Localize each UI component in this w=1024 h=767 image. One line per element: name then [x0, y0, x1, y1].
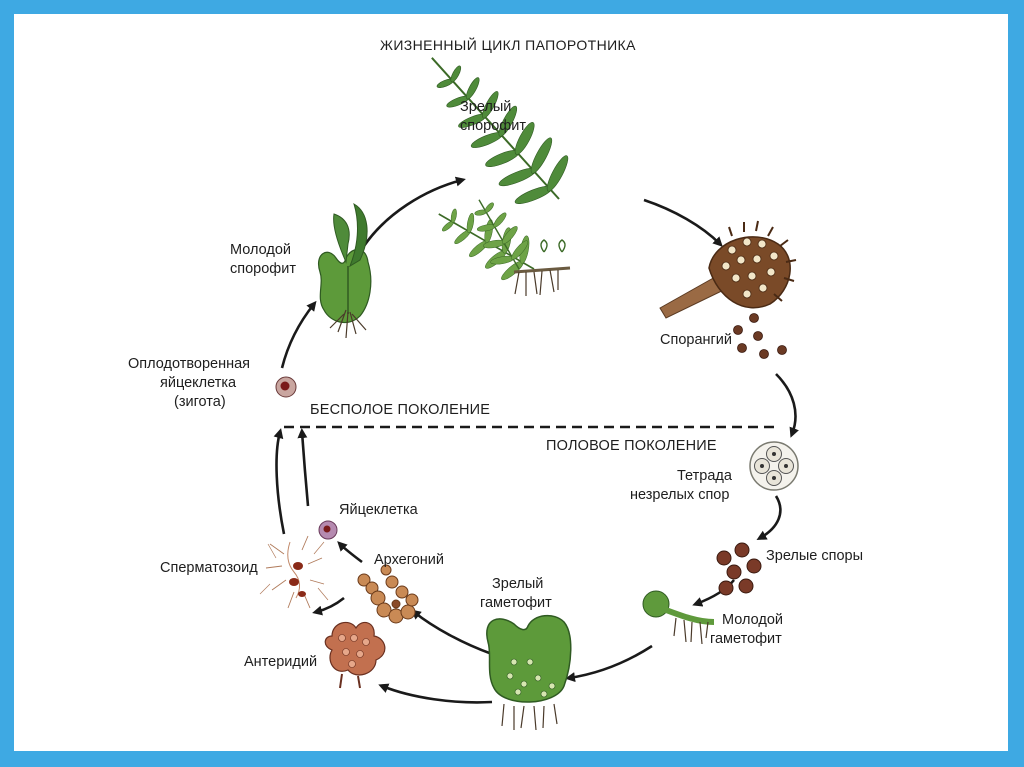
fern-life-cycle-diagram: ЖИЗНЕННЫЙ ЦИКЛ ПАПОРОТНИКА БЕСПОЛОЕ ПОКО… [128, 36, 863, 731]
arrow-to-egg [337, 541, 363, 564]
young-sporophyte-icon [318, 202, 372, 339]
mature-gametophyte-label: Зрелый гаметофит [480, 576, 552, 611]
arrow-to-antheridium [378, 683, 493, 704]
arrow-to-sperm [312, 596, 345, 616]
archegonium-icon [357, 564, 419, 624]
sperm-icon [259, 535, 329, 609]
antheridium-label: Антеридий [244, 654, 317, 670]
asexual-generation-label: БЕСПОЛОЕ ПОКОЛЕНИЕ [310, 402, 490, 418]
mature-fern-icon [431, 57, 571, 296]
mature-spores-icon [716, 542, 762, 596]
zygote-icon [275, 376, 297, 398]
mature-sporophyte-label: Зрелый спорофит [460, 99, 526, 134]
egg-label: Яйцеклетка [339, 502, 419, 518]
archegonium-label: Архегоний [374, 552, 444, 568]
mature-spores-label: Зрелые споры [766, 548, 863, 564]
arrow-to-archegonium [410, 609, 493, 656]
arrow-to-mature-gametophyte [565, 644, 653, 683]
sporangium-label: Спорангий [660, 332, 732, 348]
tetrad-label: Тетрада незрелых спор [630, 468, 736, 503]
zygote-label: Оплодотворенная яйцеклетка (зигота) [128, 356, 254, 410]
mature-gametophyte-icon [486, 614, 572, 731]
antheridium-icon [324, 621, 386, 689]
egg-cell-icon [318, 520, 338, 540]
arrow-to-mature-spores [756, 495, 782, 540]
diagram-frame: ЖИЗНЕННЫЙ ЦИКЛ ПАПОРОТНИКА БЕСПОЛОЕ ПОКО… [14, 14, 1008, 751]
arrow-egg-to-zygote [297, 428, 310, 507]
young-gametophyte-icon [642, 590, 715, 645]
arrow-sperm-to-zygote [273, 428, 286, 535]
tetrad-icon [749, 441, 799, 491]
young-gametophyte-label: Молодой гаметофит [710, 612, 787, 647]
young-sporophyte-label: Молодой спорофит [230, 242, 296, 277]
sexual-generation-label: ПОЛОВОЕ ПОКОЛЕНИЕ [546, 438, 717, 454]
diagram-title: ЖИЗНЕННЫЙ ЦИКЛ ПАПОРОТНИКА [380, 36, 636, 53]
arrow-to-young-sporophyte [280, 300, 317, 369]
arrow-to-mature-sporophyte [362, 176, 466, 247]
arrow-to-young-gametophyte [692, 579, 736, 607]
arrow-to-tetrad [775, 373, 799, 438]
sporangium-icon [659, 220, 797, 319]
sperm-label: Сперматозоид [160, 560, 258, 576]
arrow-to-sporangium [643, 198, 723, 247]
spore-icon [733, 313, 787, 359]
